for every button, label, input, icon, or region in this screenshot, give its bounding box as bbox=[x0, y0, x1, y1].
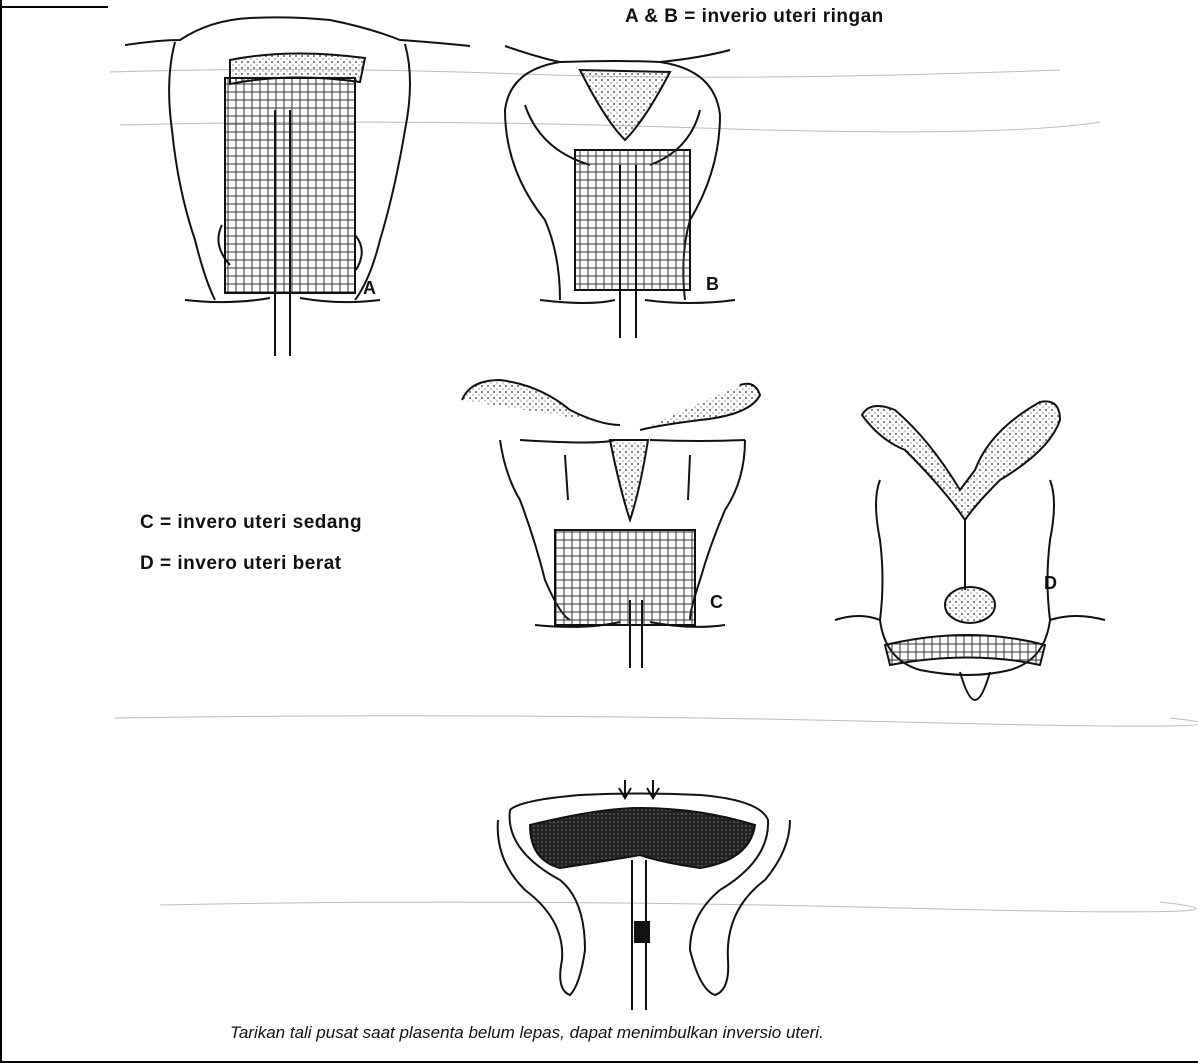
label-d: D = invero uteri berat bbox=[140, 553, 342, 575]
figure-a-drawing bbox=[125, 17, 470, 356]
figure-letter-d: D bbox=[1044, 573, 1057, 594]
figure-caption: Tarikan tali pusat saat plasenta belum l… bbox=[230, 1023, 824, 1043]
figure-c-drawing bbox=[462, 380, 760, 668]
figure-letter-a: A bbox=[363, 278, 376, 299]
label-c: C = invero uteri sedang bbox=[140, 512, 362, 534]
figure-letter-b: B bbox=[706, 274, 719, 295]
bottom-uterus-drawing bbox=[498, 780, 790, 1010]
figure-d-drawing bbox=[835, 401, 1105, 700]
figure-letter-c: C bbox=[710, 592, 723, 613]
label-a-b: A & B = inverio uteri ringan bbox=[625, 6, 884, 28]
figure-b-drawing bbox=[505, 46, 735, 338]
